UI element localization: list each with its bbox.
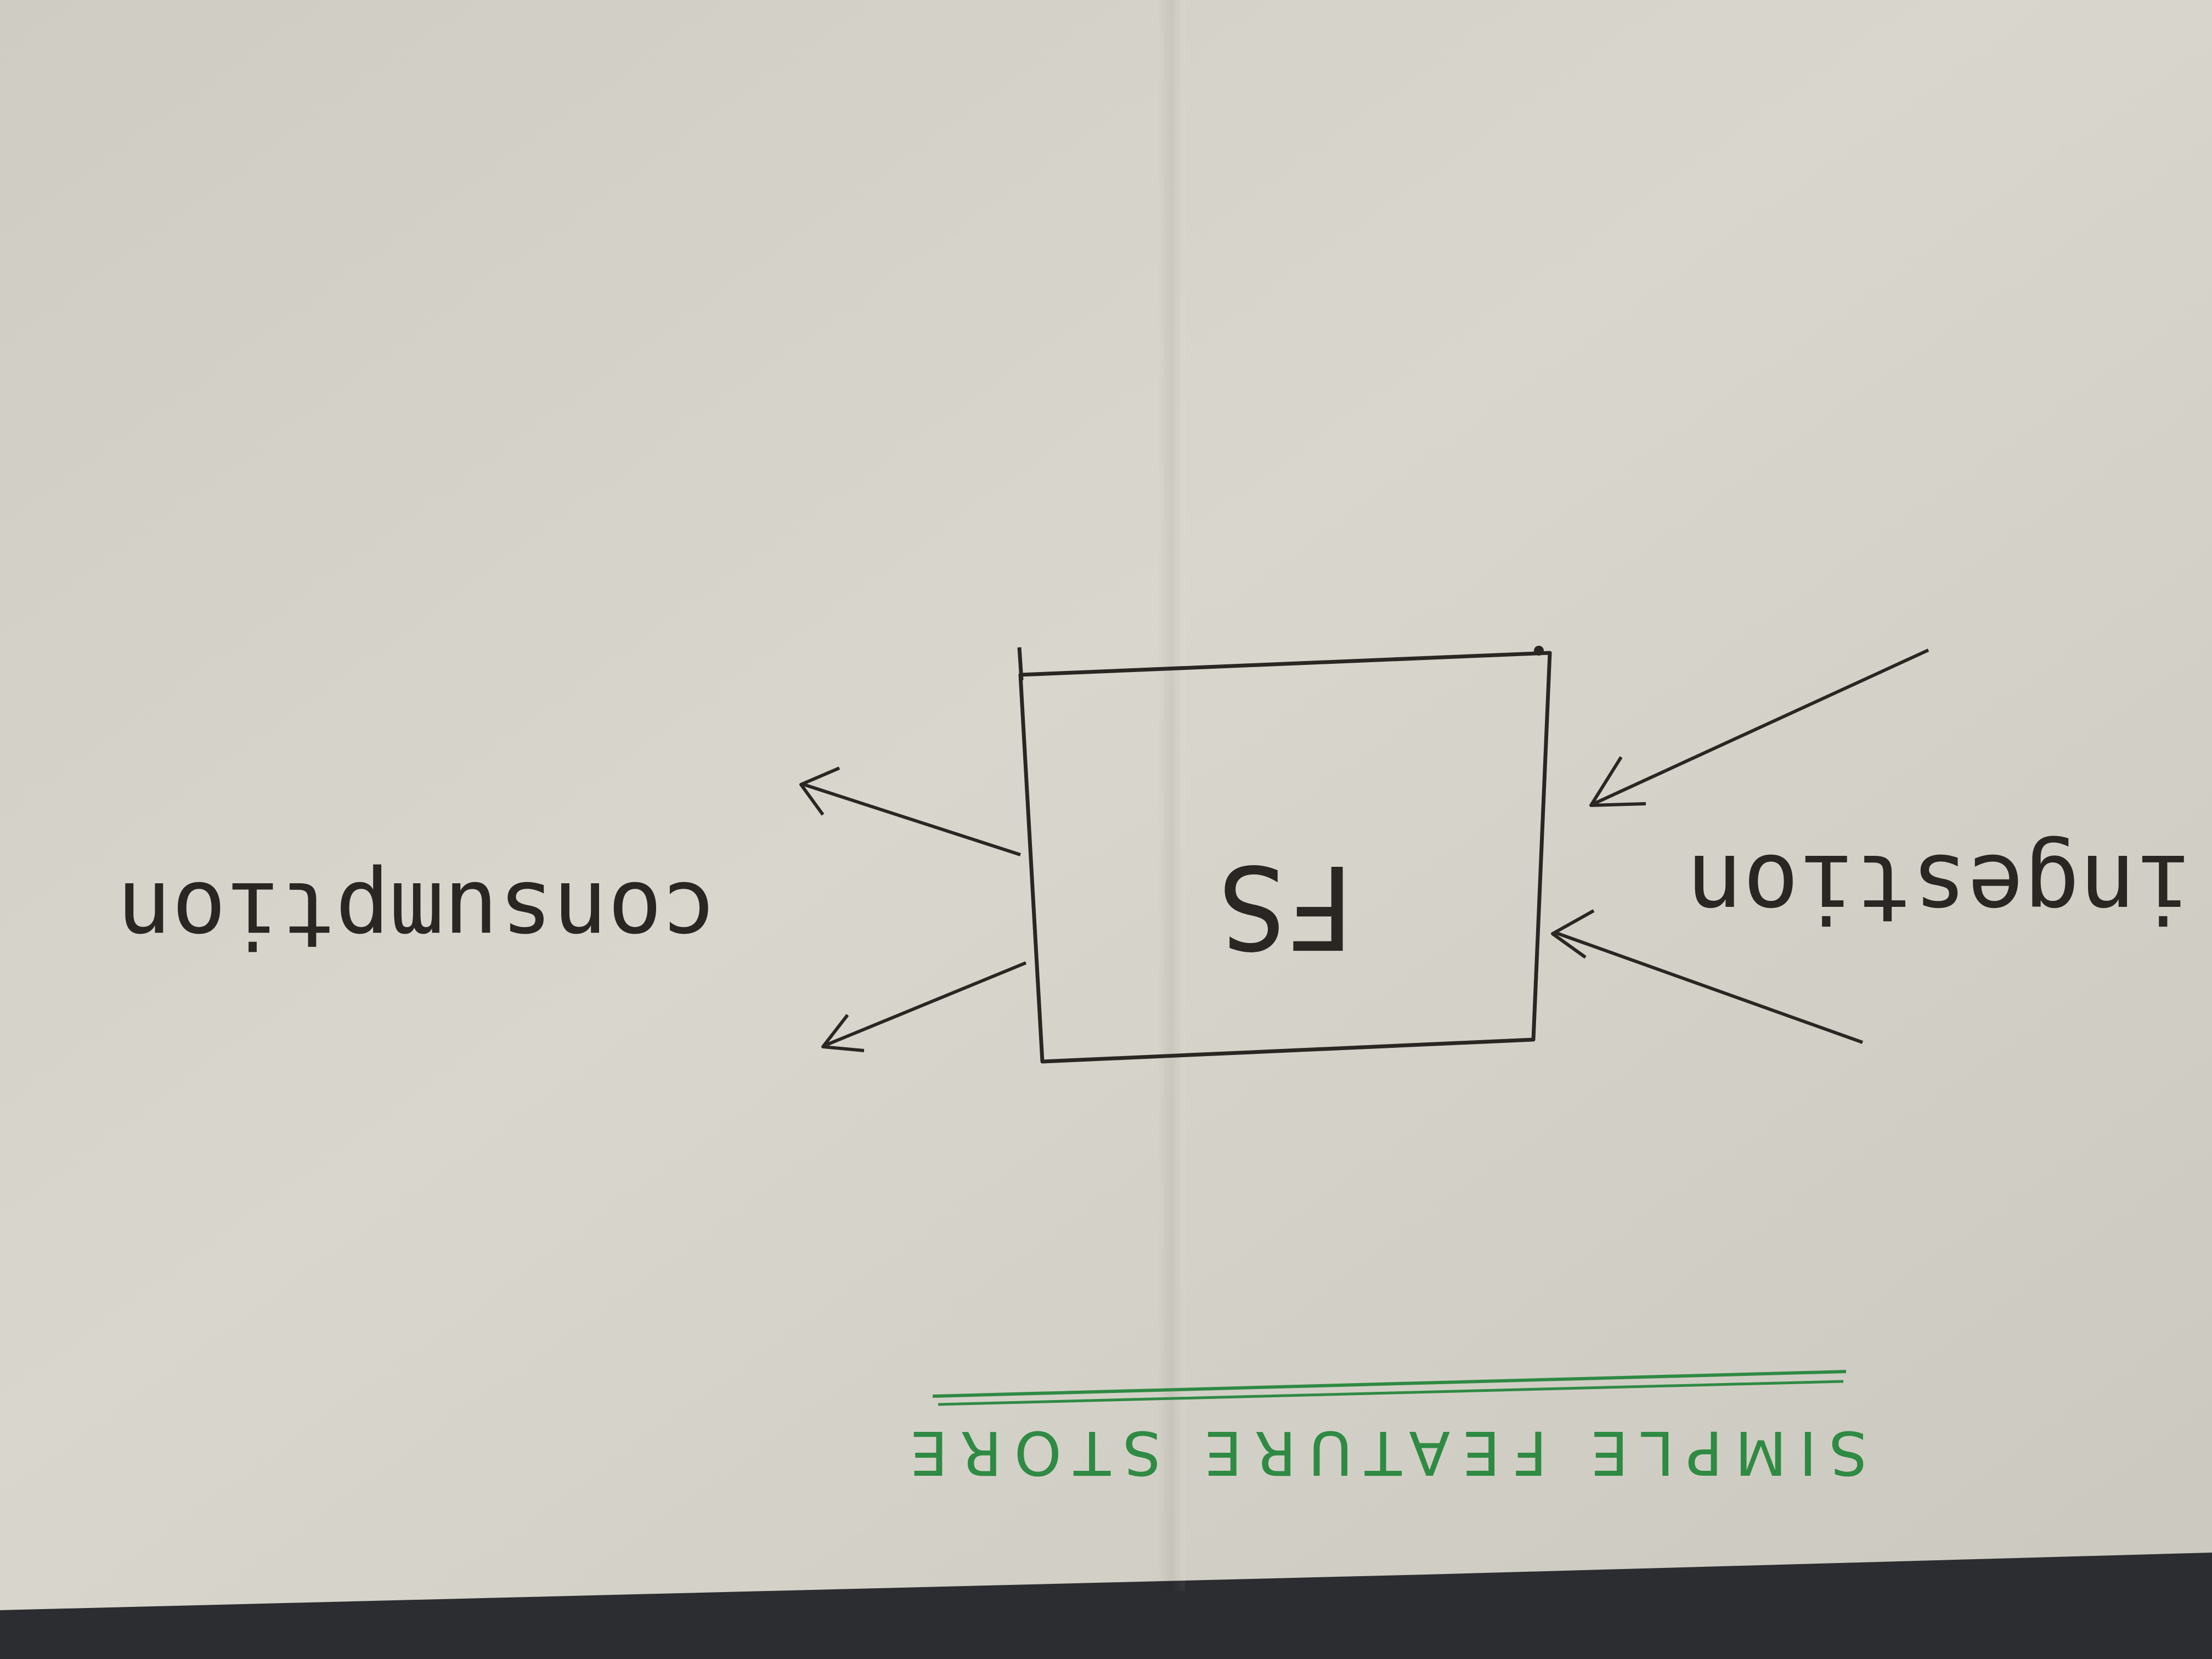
ingestion-arrow-upper-head: [1589, 756, 1646, 807]
consumption-arrow-lower: [825, 961, 1027, 1047]
box-corner-mark: [1017, 647, 1024, 681]
paper-sheet: [0, 0, 2212, 1610]
consumption-arrow-upper-head: [799, 766, 840, 816]
title-underline-2: [938, 1380, 1844, 1406]
box-label: FS: [1217, 839, 1356, 974]
paper-fold-crease: [1158, 0, 1185, 1591]
box-corner-dot: [1534, 646, 1544, 656]
feature-store-box: [1018, 651, 1552, 1064]
ingestion-arrow-lower-head: [1551, 909, 1595, 959]
title-label: SIMPLE FEATURE STORE: [898, 1418, 1867, 1488]
ingestion-arrow-upper: [1593, 648, 1929, 805]
ingestion-arrow-lower: [1554, 931, 1864, 1044]
ingestion-label: ingestion: [1686, 833, 2192, 942]
consumption-arrow-upper: [803, 783, 1021, 856]
consumption-arrow-lower-head: [821, 1014, 865, 1052]
title-underline-1: [932, 1370, 1847, 1398]
consumption-label: consumption: [117, 862, 717, 967]
